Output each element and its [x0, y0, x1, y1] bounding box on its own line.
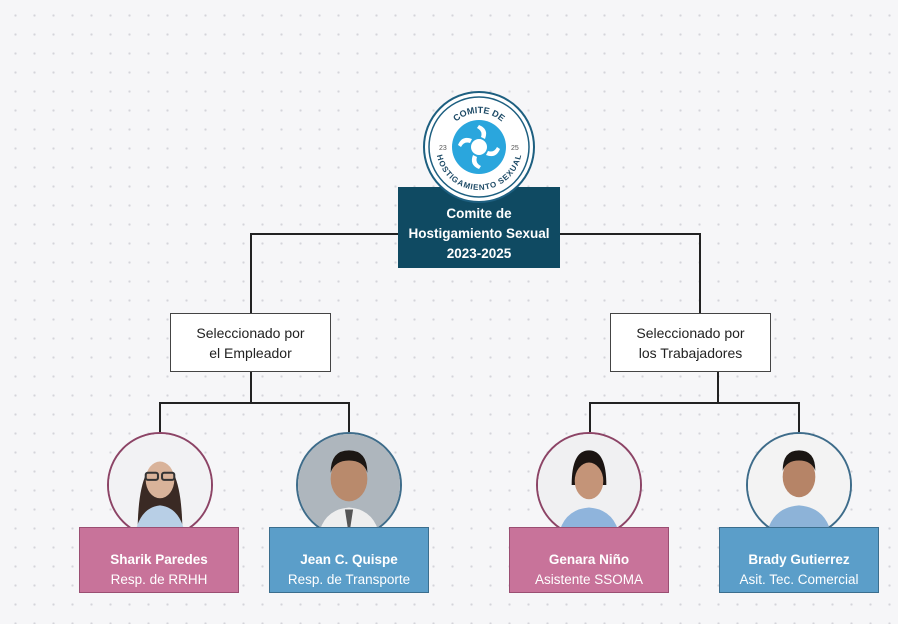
connector	[717, 372, 719, 403]
member-role: Asit. Tec. Comercial	[739, 572, 859, 587]
member-role: Asistente SSOMA	[534, 572, 644, 587]
member-card[interactable]: Jean C. Quispe Resp. de Transporte	[269, 527, 429, 593]
group-workers-box[interactable]: Seleccionado por los Trabajadores	[610, 313, 771, 372]
member-role: Resp. de RRHH	[110, 572, 208, 587]
connector	[589, 402, 800, 404]
group-label: Seleccionado por	[196, 324, 305, 341]
connector	[159, 402, 350, 404]
member-photo-avatar	[746, 432, 852, 538]
group-label: los Trabajadores	[638, 344, 743, 361]
connector	[699, 233, 701, 313]
group-label: el Empleador	[209, 344, 292, 361]
root-title-line: Hostigamiento Sexual	[408, 225, 550, 241]
logo-right-number: 25	[511, 145, 519, 152]
connector	[798, 402, 800, 432]
root-title-years: 2023-2025	[446, 245, 512, 261]
root-title-line: Comite de	[446, 205, 512, 221]
connector	[159, 402, 161, 432]
connector	[348, 402, 350, 432]
member-name: Brady Gutierrez	[748, 552, 850, 567]
member-role: Resp. de Transporte	[287, 572, 411, 587]
logo-left-number: 23	[439, 145, 447, 152]
member-photo-avatar	[107, 432, 213, 538]
group-employer-box[interactable]: Seleccionado por el Empleador	[170, 313, 331, 372]
member-photo-avatar	[296, 432, 402, 538]
member-name: Jean C. Quispe	[300, 552, 398, 567]
member-name: Sharik Paredes	[110, 552, 208, 567]
group-label: Seleccionado por	[636, 324, 745, 341]
member-photo-avatar	[536, 432, 642, 538]
committee-logo: COMITE DE HOSTIGAMIENTO SEXUAL 23 25	[423, 91, 535, 203]
member-card[interactable]: Genara Niño Asistente SSOMA	[509, 527, 669, 593]
connector	[589, 402, 591, 432]
member-card[interactable]: Sharik Paredes Resp. de RRHH	[79, 527, 239, 593]
member-card[interactable]: Brady Gutierrez Asit. Tec. Comercial	[719, 527, 879, 593]
connector	[250, 372, 252, 403]
connector	[250, 233, 252, 313]
member-name: Genara Niño	[548, 552, 630, 567]
